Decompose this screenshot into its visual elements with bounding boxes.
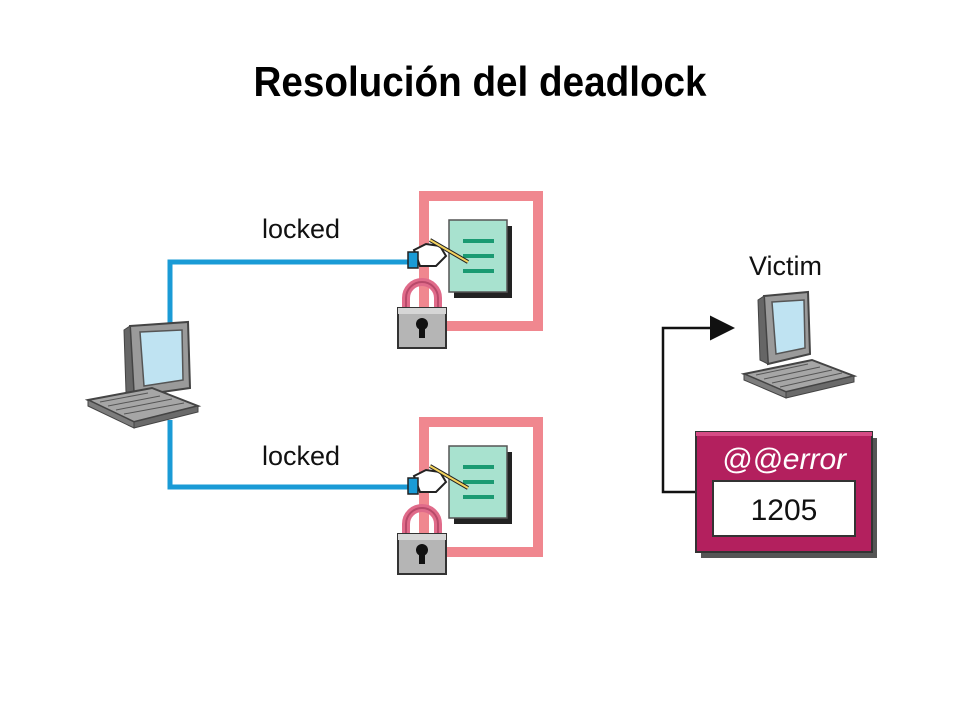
error-box: @@error 1205 bbox=[695, 431, 877, 558]
hand-pencil-icon bbox=[407, 464, 470, 495]
locked-label-bottom: locked bbox=[262, 441, 340, 471]
locked-label-top: locked bbox=[262, 214, 340, 244]
document-icon bbox=[448, 445, 512, 524]
connector-line-bottom bbox=[167, 420, 420, 490]
locked-resource-top bbox=[397, 191, 543, 349]
victim-label: Victim bbox=[749, 251, 822, 281]
victim-computer-icon bbox=[740, 290, 858, 399]
client-computer-icon bbox=[84, 320, 202, 429]
connector-lines bbox=[167, 259, 420, 490]
document-icon bbox=[448, 219, 512, 298]
padlock-icon bbox=[397, 504, 447, 575]
error-value-field bbox=[712, 480, 856, 537]
error-value: 1205 bbox=[751, 494, 818, 527]
victim-arrow bbox=[661, 315, 735, 494]
hand-pencil-icon bbox=[407, 238, 470, 269]
error-header: @@error bbox=[722, 443, 847, 476]
page-title: Resolución del deadlock bbox=[253, 58, 707, 105]
connector-line-top bbox=[167, 259, 420, 330]
padlock-icon bbox=[397, 278, 447, 349]
locked-resource-bottom bbox=[397, 417, 543, 575]
